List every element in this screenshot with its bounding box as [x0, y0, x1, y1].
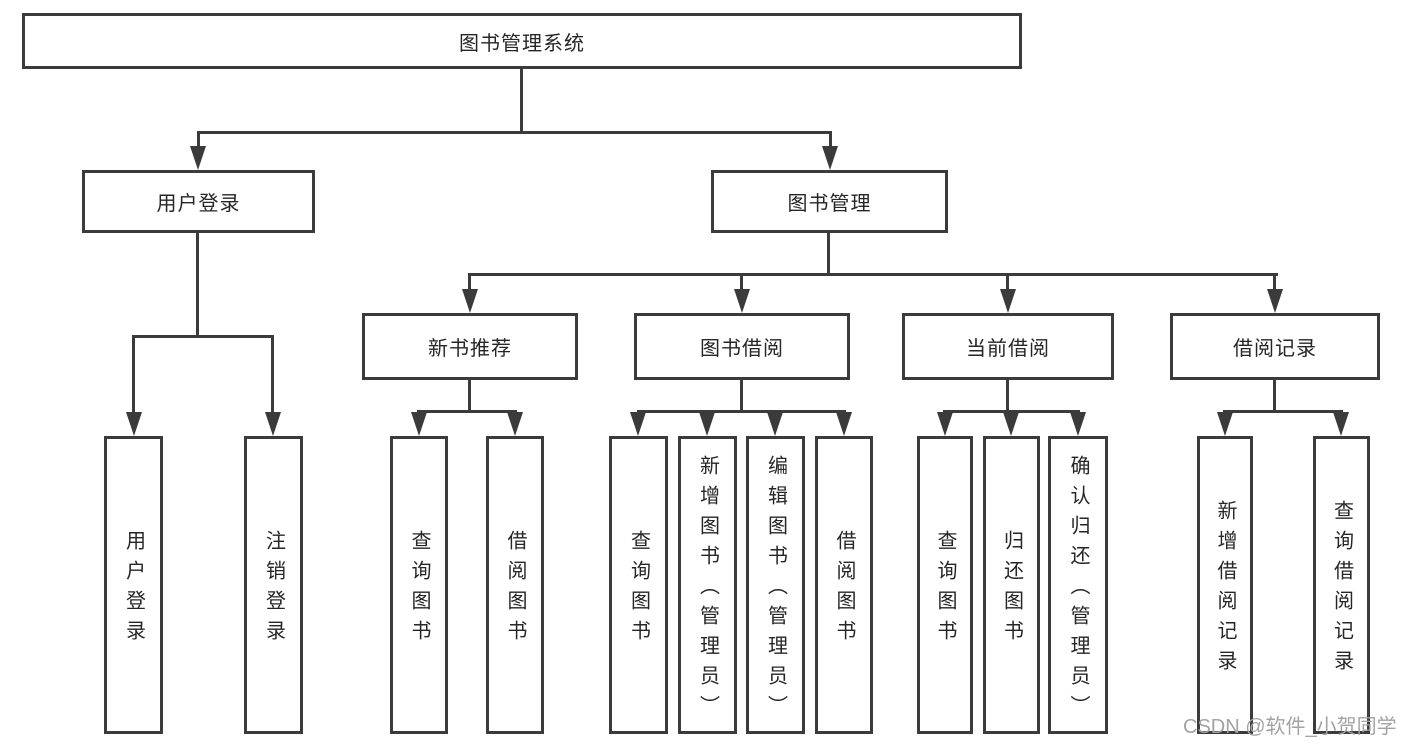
node-new-book-recommend: 新书推荐: [362, 313, 578, 380]
node-label: 当前借阅: [966, 338, 1050, 360]
leaf-label: 新增图书（管理员）: [696, 455, 719, 725]
arrowhead-down-icon: [126, 412, 142, 436]
connector-drop: [740, 276, 743, 291]
leaf-query-books-current: 查询图书: [917, 436, 973, 734]
arrowhead-down-icon: [1000, 289, 1016, 313]
leaf-borrow-books: 借阅图书: [815, 436, 873, 734]
node-current-borrowing: 当前借阅: [902, 313, 1114, 380]
leaf-label: 确认归还（管理员）: [1067, 455, 1089, 725]
leaf-label: 新增借阅记录: [1214, 500, 1236, 680]
arrowhead-down-icon: [411, 412, 427, 436]
connector-stem: [520, 69, 523, 131]
node-label: 图书管理系统: [459, 32, 585, 55]
connector-bar: [637, 410, 846, 413]
node-label: 新书推荐: [428, 338, 512, 360]
connector-stem: [827, 233, 830, 273]
connector-bar: [1223, 410, 1343, 413]
arrowhead-down-icon: [699, 412, 715, 436]
leaf-add-books-admin: 新增图书（管理员）: [678, 436, 737, 734]
leaf-label: 查询图书: [627, 530, 650, 650]
node-book-borrowing: 图书借阅: [634, 313, 850, 380]
connector-drop: [829, 134, 832, 148]
leaf-borrow-books-recommend: 借阅图书: [486, 436, 544, 734]
connector-stem: [468, 380, 471, 410]
arrowhead-down-icon: [1217, 412, 1233, 436]
arrowhead-down-icon: [1070, 412, 1086, 436]
leaf-label: 归还图书: [1000, 530, 1023, 650]
connector-drop: [1006, 276, 1009, 291]
node-label: 用户登录: [156, 193, 241, 215]
leaf-label: 查询图书: [934, 530, 956, 650]
leaf-label: 查询借阅记录: [1330, 500, 1353, 680]
arrowhead-down-icon: [265, 412, 281, 436]
leaf-logout: 注销登录: [244, 436, 303, 734]
arrowhead-down-icon: [1003, 412, 1019, 436]
connector-drop: [271, 338, 274, 414]
leaf-return-books: 归还图书: [983, 436, 1040, 734]
leaf-add-borrow-record: 新增借阅记录: [1197, 436, 1253, 734]
connector-stem: [1006, 380, 1009, 410]
connector-bar: [132, 335, 274, 338]
arrowhead-down-icon: [822, 146, 838, 170]
connector-bar: [197, 131, 832, 134]
leaf-edit-books-admin: 编辑图书（管理员）: [746, 436, 805, 734]
arrowhead-down-icon: [1333, 412, 1349, 436]
leaf-user-login: 用户登录: [104, 436, 163, 734]
watermark-text: CSDN @软件_小贺同学: [1183, 716, 1397, 738]
connector-drop: [132, 338, 135, 414]
arrowhead-down-icon: [1267, 289, 1283, 313]
node-library-system: 图书管理系统: [22, 13, 1022, 69]
node-label: 图书借阅: [700, 338, 784, 360]
arrowhead-down-icon: [507, 412, 523, 436]
leaf-label: 注销登录: [262, 530, 285, 650]
leaf-label: 借阅图书: [504, 530, 526, 650]
leaf-query-books-borrowing: 查询图书: [609, 436, 668, 734]
leaf-label: 查询图书: [408, 530, 430, 650]
arrowhead-down-icon: [630, 412, 646, 436]
arrowhead-down-icon: [937, 412, 953, 436]
leaf-label: 编辑图书（管理员）: [764, 455, 787, 725]
node-user-login: 用户登录: [82, 170, 315, 233]
node-book-management: 图书管理: [711, 170, 948, 233]
connector-stem: [740, 380, 743, 410]
leaf-label: 借阅图书: [833, 530, 855, 650]
arrowhead-down-icon: [462, 289, 478, 313]
connector-bar: [468, 273, 1278, 276]
node-borrowing-records: 借阅记录: [1170, 313, 1380, 380]
arrowhead-down-icon: [190, 146, 206, 170]
connector-bar: [943, 410, 1080, 413]
arrowhead-down-icon: [734, 289, 750, 313]
arrowhead-down-icon: [767, 412, 783, 436]
connector-drop: [468, 276, 471, 291]
connector-stem: [1273, 380, 1276, 410]
connector-bar: [417, 410, 517, 413]
leaf-query-borrow-record: 查询借阅记录: [1313, 436, 1370, 734]
node-label: 借阅记录: [1233, 338, 1317, 360]
leaf-label: 用户登录: [122, 530, 145, 650]
connector-drop: [1273, 276, 1276, 291]
leaf-query-books-recommend: 查询图书: [390, 436, 448, 734]
connector-stem: [196, 233, 199, 335]
leaf-confirm-return-admin: 确认归还（管理员）: [1048, 436, 1108, 734]
connector-drop: [197, 134, 200, 148]
arrowhead-down-icon: [836, 412, 852, 436]
node-label: 图书管理: [787, 193, 872, 215]
